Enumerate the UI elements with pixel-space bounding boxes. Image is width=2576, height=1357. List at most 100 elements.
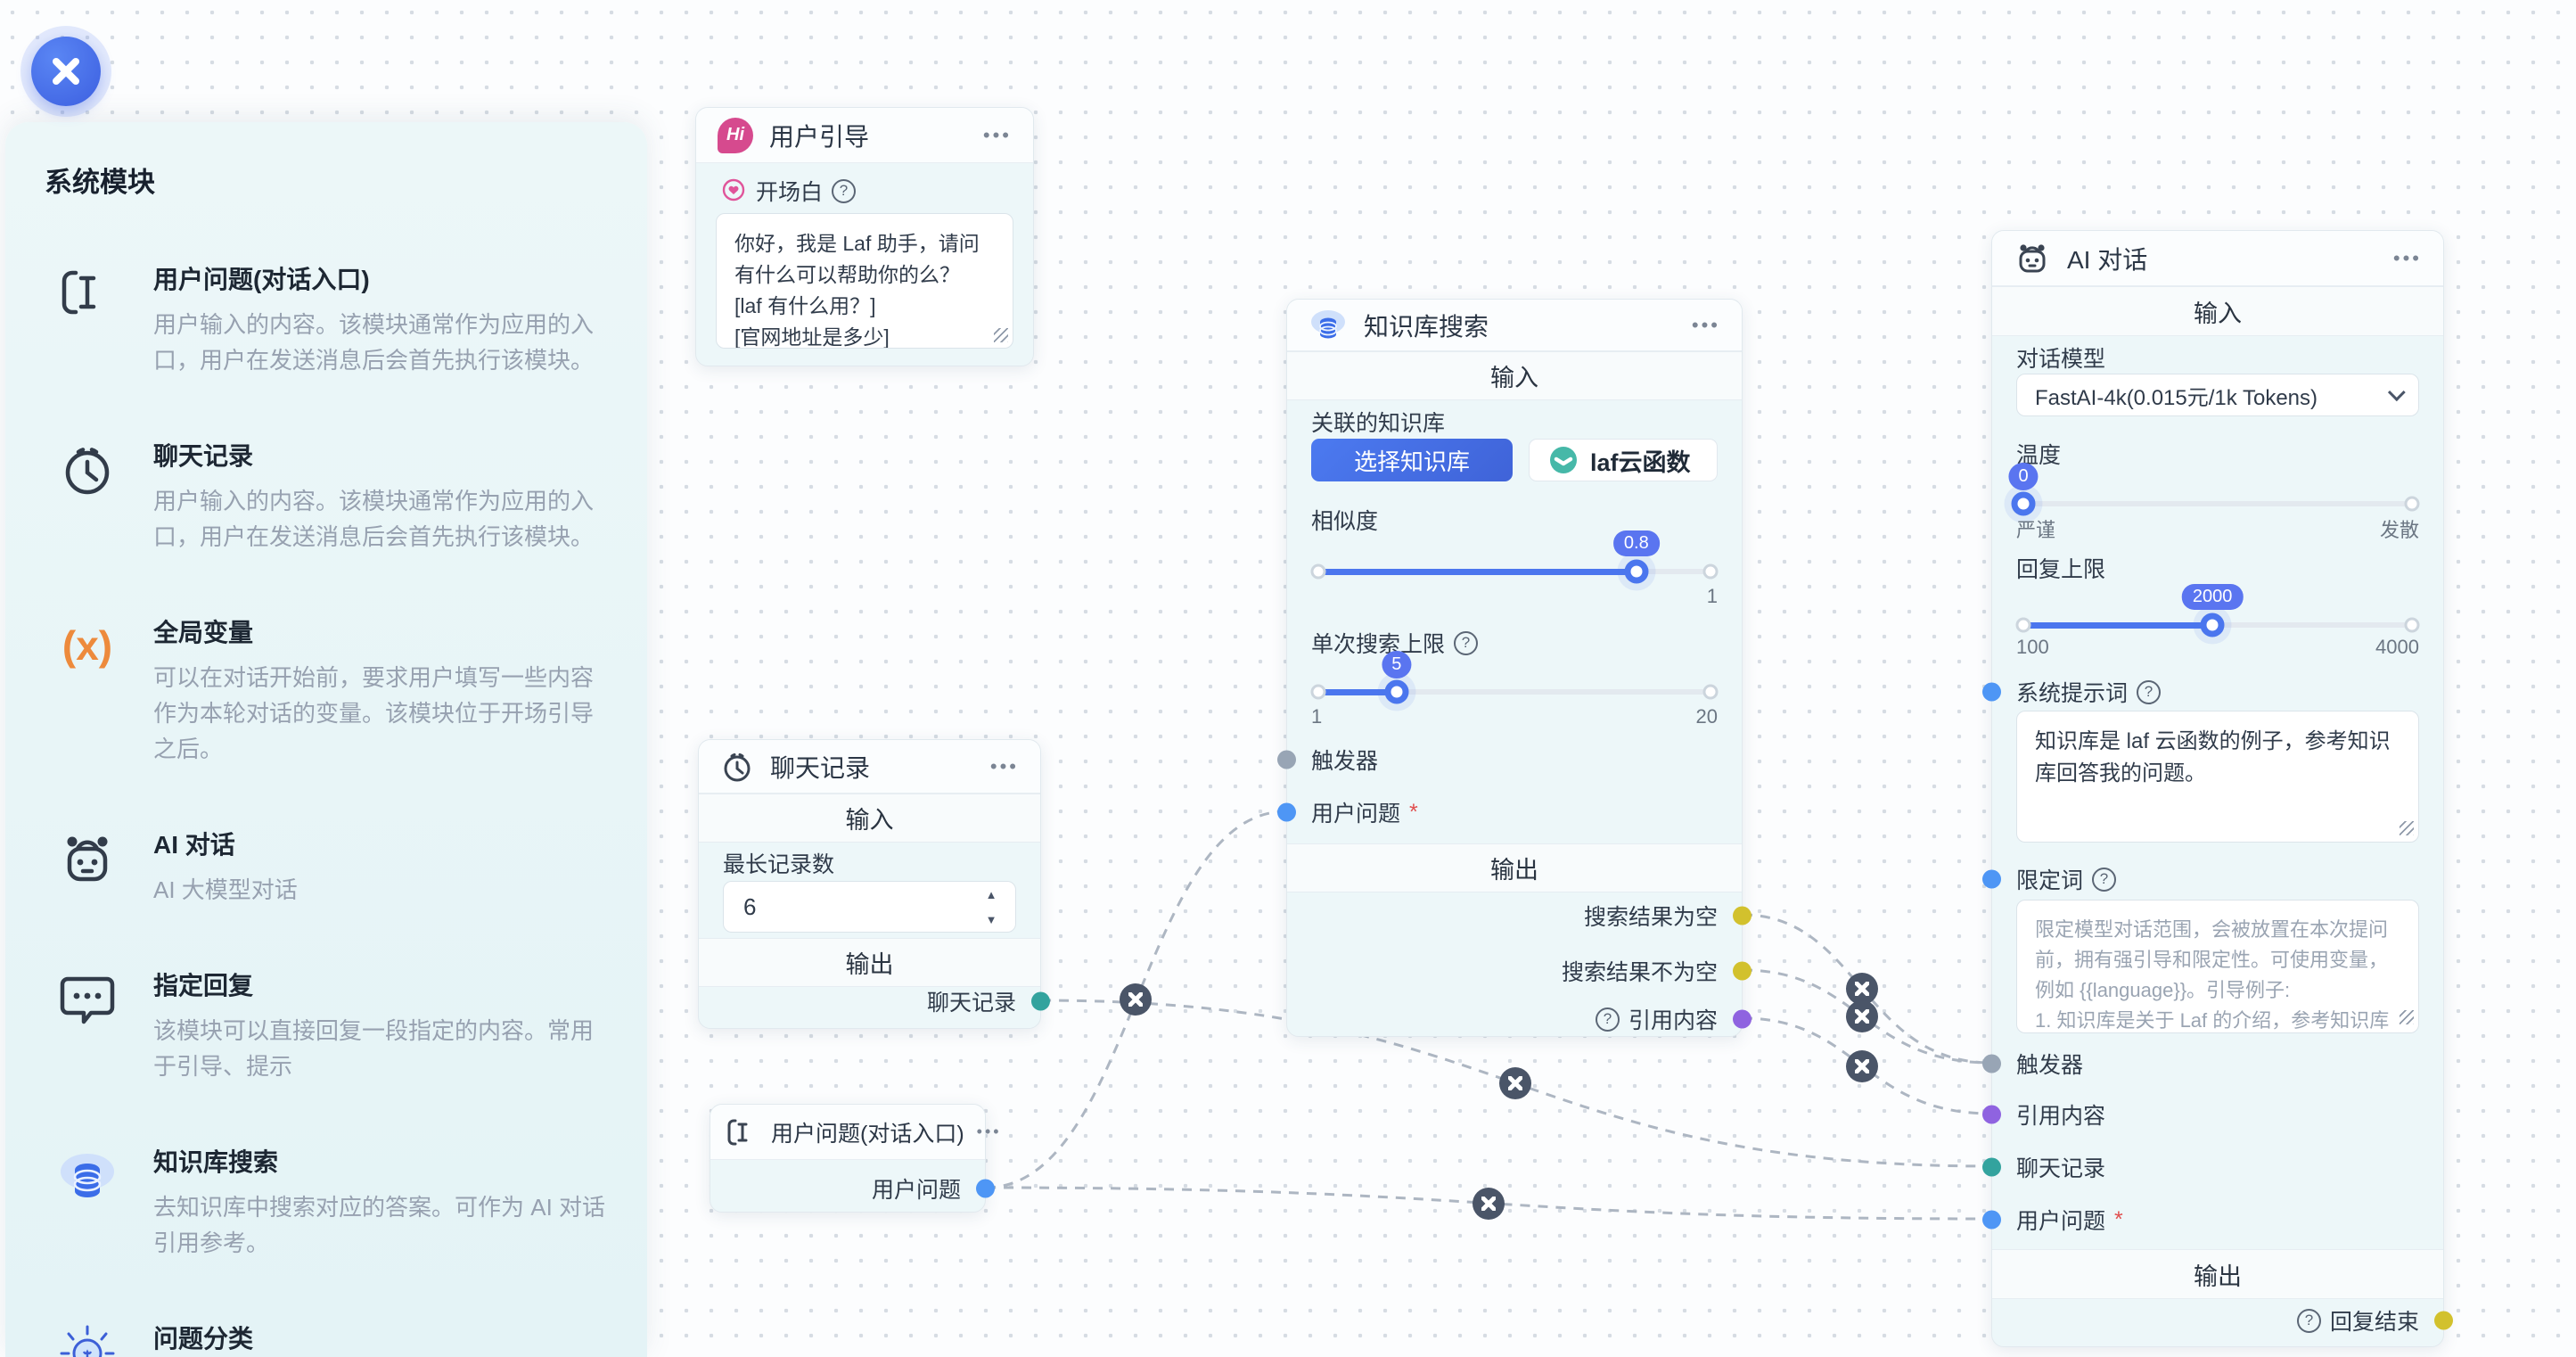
input-row-trigger: 触发器 <box>1277 744 1742 776</box>
limit-label: 单次搜索上限 <box>1311 632 1446 657</box>
message-dots-icon <box>45 966 130 1084</box>
input-row-system-prompt: 系统提示词 ? <box>1982 677 2443 707</box>
node-menu-icon[interactable]: ••• <box>1691 313 1720 336</box>
temperature-slider[interactable]: 0 <box>2008 463 2420 522</box>
item-title: AI 对话 <box>153 831 235 859</box>
node-menu-icon[interactable]: ••• <box>989 754 1019 777</box>
edge-delete-icon[interactable] <box>1473 1188 1505 1220</box>
slider-thumb[interactable] <box>1624 559 1649 584</box>
handle-chat-history-source[interactable] <box>1031 991 1050 1011</box>
edge-delete-icon[interactable] <box>1846 973 1878 1005</box>
close-icon <box>51 56 81 86</box>
system-prompt-textarea[interactable]: 知识库是 laf 云函数的例子，参考知识库回答我的问题。 <box>2016 711 2419 843</box>
qualifier-textarea[interactable]: 限定模型对话范围，会被放置在本次提问前，拥有强引导和限定性。可使用变量，例如 {… <box>2016 900 2419 1033</box>
limit-label-row: 单次搜索上限 ? <box>1287 629 1742 657</box>
node-user-question[interactable]: 用户问题(对话入口) ••• 用户问题 <box>710 1104 999 1213</box>
node-ai-chat[interactable]: AI 对话 ••• 输入 对话模型 FastAI-4k(0.015元/1k To… <box>1982 230 2453 1347</box>
handle-answer-end-source[interactable] <box>2434 1311 2453 1330</box>
node-user-guide[interactable]: Hi 用户引导 ••• 开场白 ? 你好，我是 Laf 助手，请问有什么可以帮助… <box>695 107 1034 366</box>
temp-minmax: 严谨 发散 <box>2016 514 2419 543</box>
handle-chat-history-target[interactable] <box>1982 1157 2001 1177</box>
node-header[interactable]: 用户问题(对话入口) ••• <box>710 1105 999 1160</box>
system-prompt-label: 系统提示词 <box>2016 681 2129 706</box>
item-desc: 用户输入的内容。该模块通常作为应用的入口，用户在发送消息后会首先执行该模块。 <box>153 488 595 550</box>
search-limit-slider[interactable]: 5 <box>1310 651 1719 710</box>
sidebar-item-user-question[interactable]: 用户问题(对话入口) 用户输入的内容。该模块通常作为应用的入口，用户在发送消息后… <box>45 260 608 378</box>
help-icon[interactable]: ? <box>2296 1308 2321 1333</box>
limit-min: 1 <box>1311 705 1323 728</box>
section-output: 输出 <box>1992 1249 2443 1299</box>
node-kb-search[interactable]: 知识库搜索 ••• 输入 关联的知识库 选择知识库 laf云函数 相似度 0.8… <box>1277 299 1752 1037</box>
reply-limit-slider[interactable]: 2000 <box>2015 584 2420 643</box>
node-menu-icon[interactable]: ••• <box>976 1123 1002 1140</box>
handle-user-question-target[interactable] <box>1277 802 1296 822</box>
hi-badge-icon: Hi <box>718 117 753 153</box>
resize-handle-icon[interactable] <box>994 328 1008 342</box>
slider-thumb[interactable] <box>2200 613 2225 637</box>
resize-handle-icon[interactable] <box>2400 1010 2414 1024</box>
slider-thumb[interactable] <box>2011 491 2036 516</box>
similarity-slider[interactable]: 0.8 <box>1310 530 1719 589</box>
stepper-down-icon[interactable]: ▼ <box>985 912 997 926</box>
sidebar-item-ai-chat[interactable]: AI 对话 AI 大模型对话 <box>45 826 608 908</box>
output-not-empty-label: 搜索结果不为空 <box>1561 960 1718 985</box>
handle-user-question-target[interactable] <box>1982 1210 2001 1230</box>
sidebar-item-chat-history[interactable]: 聊天记录 用户输入的内容。该模块通常作为应用的入口，用户在发送消息后会首先执行该… <box>45 437 608 555</box>
help-icon[interactable]: ? <box>1454 630 1479 655</box>
handle-not-empty-source[interactable] <box>1733 961 1752 981</box>
input-row-quote: 引用内容 <box>1982 1098 2443 1131</box>
help-icon[interactable]: ? <box>2092 867 2117 892</box>
resize-handle-icon[interactable] <box>2400 821 2414 835</box>
node-header[interactable]: 知识库搜索 ••• <box>1287 300 1742 351</box>
node-header[interactable]: Hi 用户引导 ••• <box>696 108 1033 163</box>
required-mark: * <box>2114 1206 2123 1232</box>
close-button[interactable] <box>31 37 101 106</box>
node-title: 知识库搜索 <box>1364 312 1489 341</box>
edge-delete-icon[interactable] <box>1846 1050 1878 1082</box>
max-records-value[interactable]: 6 <box>743 892 757 920</box>
handle-quote-source[interactable] <box>1733 1009 1752 1029</box>
node-menu-icon[interactable]: ••• <box>982 123 1012 146</box>
output-row-empty: 搜索结果为空 <box>1287 900 1752 932</box>
handle-user-question-source[interactable] <box>976 1179 995 1198</box>
kb-label: 关联的知识库 <box>1311 411 1446 436</box>
node-title: 用户问题(对话入口) <box>771 1121 964 1147</box>
node-chat-history[interactable]: 聊天记录 ••• 输入 最长记录数 6 ▲ ▼ 输出 聊天记录 <box>698 739 1050 1029</box>
edge-delete-icon[interactable] <box>1846 1000 1878 1032</box>
output-row-not-empty: 搜索结果不为空 <box>1287 955 1752 987</box>
stepper-up-icon[interactable]: ▲ <box>985 887 997 901</box>
handle-empty-source[interactable] <box>1733 906 1752 925</box>
max-records-input[interactable]: 6 ▲ ▼ <box>723 881 1016 933</box>
reply-max-label: 4000 <box>2375 636 2419 658</box>
node-header[interactable]: 聊天记录 ••• <box>699 740 1040 794</box>
welcome-textarea[interactable]: 你好，我是 Laf 助手，请问有什么可以帮助你的么？ [laf 有什么用？] [… <box>716 213 1013 349</box>
sidebar-item-kb-search[interactable]: 知识库搜索 去知识库中搜索对应的答案。可作为 AI 对话引用参考。 <box>45 1143 608 1261</box>
handle-trigger-target[interactable] <box>1277 750 1296 769</box>
sidebar-item-question-classify[interactable]: 问题分类 可以判断用户问题属于哪方面问题，从而执行不同的操作。 <box>45 1320 608 1357</box>
trigger-label: 触发器 <box>1311 749 1379 774</box>
slider-thumb[interactable] <box>1384 679 1409 704</box>
handle-qualifier-target[interactable] <box>1982 869 2001 889</box>
model-label-row: 对话模型 <box>1992 343 2443 372</box>
handle-system-prompt-target[interactable] <box>1982 682 2001 702</box>
temp-min-label: 严谨 <box>2016 519 2056 541</box>
handle-trigger-target[interactable] <box>1982 1054 2001 1073</box>
sidebar-item-fixed-reply[interactable]: 指定回复 该模块可以直接回复一段指定的内容。常用于引导、提示 <box>45 966 608 1084</box>
node-header[interactable]: AI 对话 ••• <box>1992 231 2443 286</box>
temp-max-label: 发散 <box>2379 519 2419 541</box>
model-select[interactable]: FastAI-4k(0.015元/1k Tokens) <box>2016 374 2419 416</box>
reply-min-label: 100 <box>2016 636 2049 658</box>
help-icon[interactable]: ? <box>2137 679 2162 704</box>
select-kb-button[interactable]: 选择知识库 <box>1311 439 1513 481</box>
edge-delete-icon[interactable] <box>1120 983 1152 1016</box>
edge-delete-icon[interactable] <box>1499 1067 1531 1099</box>
item-title: 聊天记录 <box>153 442 254 470</box>
help-icon[interactable]: ? <box>1595 1007 1620 1032</box>
sidebar-item-global-variable[interactable]: (x) 全局变量 可以在对话开始前，要求用户填写一些内容作为本轮对话的变量。该模… <box>45 613 608 767</box>
item-title: 指定回复 <box>153 972 254 999</box>
node-menu-icon[interactable]: ••• <box>2392 246 2422 269</box>
help-icon[interactable]: ? <box>832 178 857 203</box>
kb-tag-chip[interactable]: laf云函数 <box>1529 439 1718 481</box>
handle-quote-target[interactable] <box>1982 1105 2001 1124</box>
limit-minmax: 1 20 <box>1311 705 1718 728</box>
